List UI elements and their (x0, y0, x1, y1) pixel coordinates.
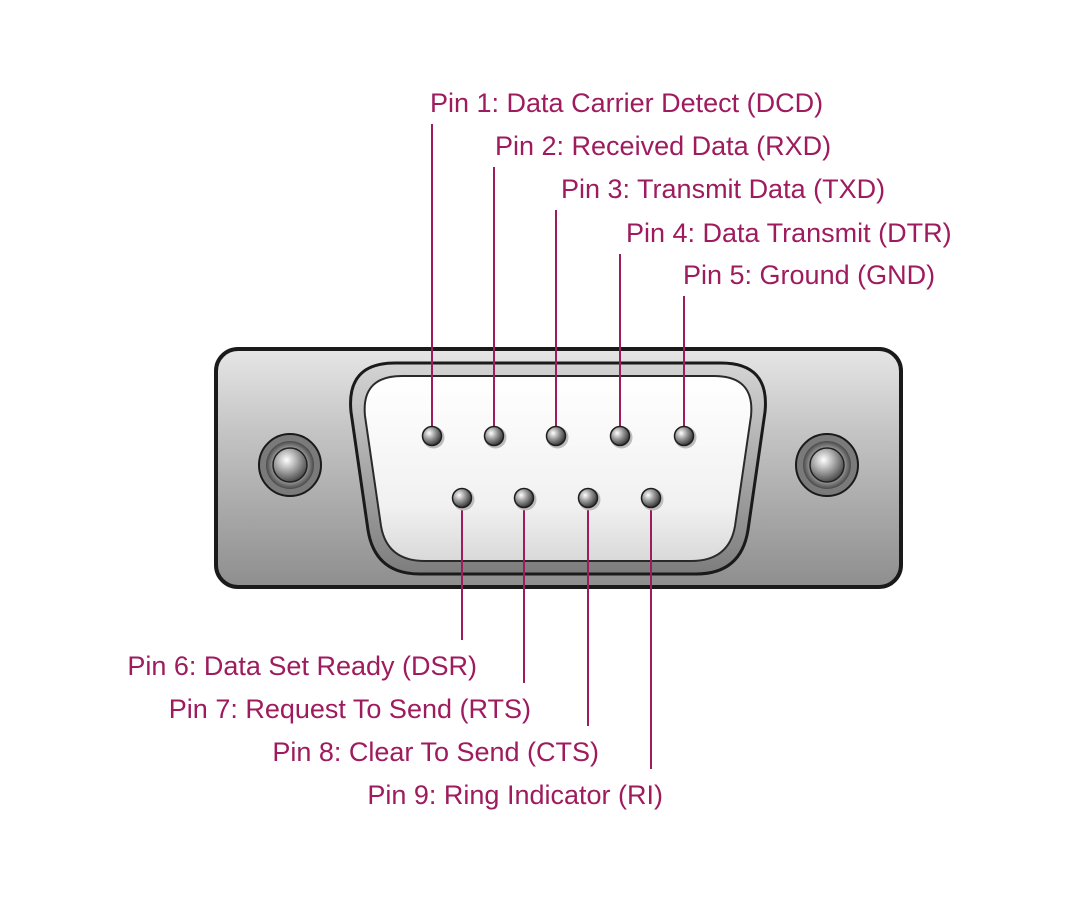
pin-8-socket (577, 487, 601, 511)
pin-7-label: Pin 7: Request To Send (RTS) (168, 694, 531, 724)
pin-6-label: Pin 6: Data Set Ready (DSR) (127, 651, 477, 681)
pin-1-label: Pin 1: Data Carrier Detect (DCD) (430, 88, 824, 118)
pin-3-label: Pin 3: Transmit Data (TXD) (561, 174, 886, 204)
pin-4-socket (609, 425, 633, 449)
pin-3-socket (545, 425, 569, 449)
pin-9-socket (640, 487, 664, 511)
screw-left-icon (258, 433, 322, 497)
pin-2-socket (483, 425, 507, 449)
pin-2-label: Pin 2: Received Data (RXD) (495, 131, 832, 161)
pin-5-socket (673, 425, 697, 449)
pin-8-label: Pin 8: Clear To Send (CTS) (272, 737, 599, 767)
screw-right-icon (795, 433, 859, 497)
pin-4-label: Pin 4: Data Transmit (DTR) (626, 218, 952, 248)
pin-6-socket (451, 487, 475, 511)
pin-9-label: Pin 9: Ring Indicator (RI) (367, 780, 663, 810)
connector-d-face (363, 375, 753, 562)
pin-5-label: Pin 5: Ground (GND) (683, 260, 936, 290)
pin-1-socket (421, 425, 445, 449)
pin-group (421, 425, 697, 511)
leader-lines (431, 124, 685, 769)
pin-7-socket (513, 487, 537, 511)
